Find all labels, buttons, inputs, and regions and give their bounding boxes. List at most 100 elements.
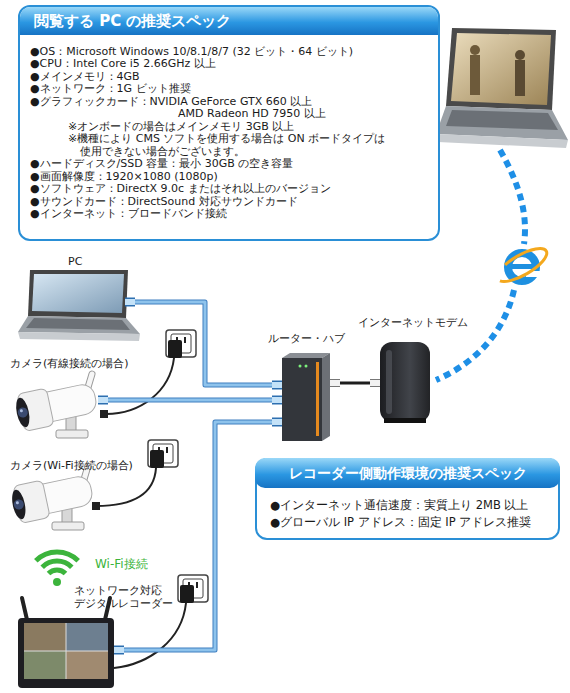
modem-highlight [386, 350, 392, 414]
device-label: インターネットモデム [358, 316, 468, 329]
cable-plug [272, 382, 282, 388]
laptop-edge [18, 332, 140, 341]
spec-line: ●CPU：Intel Core i5 2.66GHz 以上 [30, 58, 216, 71]
cable-plug [370, 379, 380, 387]
cable-core [114, 422, 282, 650]
spec-panel: レコーダー側動作環境の推奨スペック ●インターネット通信速度：実質上り 2MB 以… [255, 458, 560, 540]
device-label: ネットワーク対応 デジタルレコーダー [74, 584, 194, 610]
router-device: ルーター・ハブ [266, 330, 350, 442]
modem-cable [330, 383, 380, 384]
browser-logo [493, 242, 551, 287]
laptop-screen [32, 274, 124, 313]
screen-figure [515, 60, 525, 96]
cable-core [98, 399, 282, 402]
wifi-camera [9, 466, 95, 530]
spec-line: ●ネットワーク：1G ビット推奨 [30, 83, 191, 96]
laptop-bezel [28, 270, 128, 318]
cable-plug [272, 418, 282, 427]
spec-note: ※機種により CMS ソフトを使用する場合は ON ボードタイプは 使用できない… [68, 133, 428, 158]
cable-plug [330, 379, 340, 387]
browser-logo [510, 264, 535, 269]
router-led [305, 365, 308, 368]
laptop-base [18, 316, 140, 334]
cable-outline [125, 302, 282, 385]
cable-core [125, 302, 282, 385]
recorder-device: ネットワーク対応 デジタルレコーダー [18, 582, 168, 690]
wifi-wave [49, 570, 66, 574]
cable-plug [330, 380, 340, 386]
screen-figure [470, 45, 480, 55]
cable-plug [272, 381, 282, 390]
laptop-keyboard [26, 318, 130, 330]
router-top [282, 353, 330, 358]
wifi-camera-device: カメラ(Wi-Fi接続の場合) [8, 457, 148, 543]
lan-cable [125, 302, 282, 385]
power-outlet [178, 575, 208, 603]
cable-plug [125, 298, 135, 307]
recorder-screen [24, 623, 66, 651]
cable-plug [98, 397, 108, 403]
cable-plug [272, 419, 282, 425]
cable-plug [114, 646, 124, 655]
cable-outline [114, 422, 282, 650]
spec-line: ●サウンドカード：DirectSound 対応サウンドカード [30, 196, 298, 209]
internet-link [500, 150, 525, 244]
modem-base [384, 418, 426, 423]
laptop-screen [451, 33, 551, 105]
power-plug [100, 410, 108, 418]
lan-cable [98, 400, 282, 401]
laptop-keyboard [446, 110, 558, 130]
wired-camera-device: カメラ(有線接続の場合) [8, 355, 148, 445]
wifi-label: Wi-Fi接続 [95, 557, 148, 571]
power-cord [114, 603, 186, 668]
recorder-screen [66, 651, 108, 679]
spec-line: ●インターネット：ブロードバンド接続 [30, 208, 227, 221]
cable-plug [272, 396, 282, 405]
laptop-base [436, 106, 568, 140]
spec-panel: 閲覧する PC の推奨スペック●OS：Microsoft Windows 10/… [18, 5, 440, 241]
screen-figure [515, 50, 525, 60]
spec-line: ●グラフィックカード：NVIDIA GeForce GTX 660 以上 [30, 96, 312, 109]
spec-line: ●インターネット通信速度：実質上り 2MB 以上 [270, 499, 528, 512]
cable-plug [272, 397, 282, 403]
wifi-wave [42, 561, 72, 567]
router-led [299, 365, 302, 368]
cable-plug [370, 380, 380, 386]
spec-line: AMD Radeon HD 7950 以上 [178, 108, 326, 121]
device-label: PC [68, 255, 82, 268]
laptop-edge [436, 134, 568, 148]
wired-camera [13, 374, 99, 438]
laptop-bezel [446, 28, 556, 110]
screen-divider [24, 651, 108, 652]
spec-note: ※オンボードの場合はメインメモリ 3GB 以上 [68, 121, 294, 134]
router-side [322, 353, 330, 441]
cable-outline [98, 398, 282, 403]
cable-core [330, 382, 380, 385]
recorder-screen [66, 623, 108, 651]
device-label: カメラ(有線接続の場合) [10, 357, 129, 370]
cable-plug [98, 396, 108, 405]
pc-device: PC [20, 253, 145, 345]
wifi-wave [36, 552, 78, 561]
panel-heading: レコーダー側動作環境の推奨スペック [255, 458, 560, 488]
power-plug [92, 502, 100, 510]
power-outlet [166, 330, 196, 358]
screen-figure [470, 55, 480, 95]
spec-line: ●グローバル IP アドレス：固定 IP アドレス推奨 [270, 516, 531, 529]
cable-plug [125, 299, 135, 305]
lan-cable [114, 422, 282, 650]
spec-line: ●ソフトウェア：DirectX 9.0c またはそれ以上のバージョン [30, 183, 331, 196]
spec-line: ●OS：Microsoft Windows 10/8.1/8/7 (32 ビット… [30, 46, 353, 59]
wifi-dot [53, 578, 61, 586]
recorder-screen [24, 651, 66, 679]
modem-device: インターネットモデム [356, 314, 474, 422]
device-label: カメラ(Wi-Fi接続の場合) [10, 459, 133, 472]
device-label: ルーター・ハブ [268, 332, 345, 345]
spec-line: ●メインメモリ：4GB [30, 71, 140, 84]
spec-line: ●画面解像度：1920×1080 (1080p) [30, 171, 218, 184]
modem-body [380, 342, 430, 422]
power-outlet [148, 440, 178, 468]
power-cord [96, 468, 156, 506]
